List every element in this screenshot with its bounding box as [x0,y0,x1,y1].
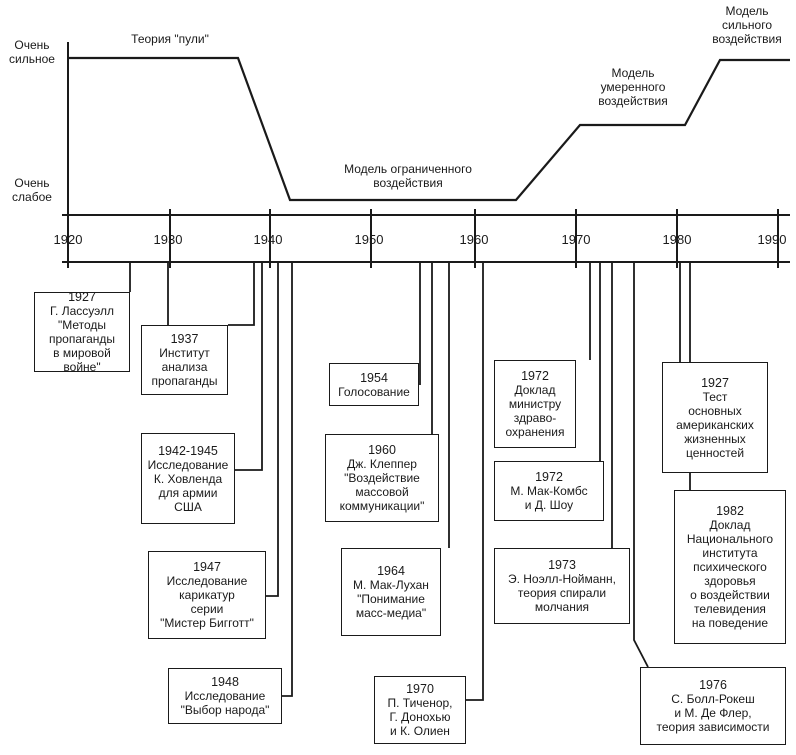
event-year: 1964 [377,564,405,578]
event-connector [266,262,279,597]
event-text: Доклад Национального института психическ… [686,518,774,630]
event-box-mcluhan-1964: 1964 М. Мак-Лухан "Понимание масс-медиа" [341,548,441,636]
event-year: 1937 [170,332,199,346]
event-year: 1947 [193,560,221,574]
event-box-surgeon-general-1972: 1972 Доклад министру здраво- охранения [494,360,576,448]
tick-label-1980: 1980 [662,232,692,247]
event-text: Голосование [338,384,410,399]
event-text: Институт анализа пропаганды [151,346,218,388]
event-box-mccombs-shaw-1972: 1972 М. Мак-Комбс и Д. Шоу [494,461,604,521]
y-label-very-strong: Очень сильное [9,38,55,66]
phase-label-strong-effects: Модель сильного воздействия [712,4,782,46]
event-box-ball-rokeach-1976: 1976 С. Болл-Рокеш и М. Де Флер, теория … [640,667,786,745]
effect-strength-curve [68,56,790,202]
event-box-klapper-1960: 1960 Дж. Клеппер "Воздействие массовой к… [325,434,439,522]
event-box-mr-biggott-1947: 1947 Исследование карикатур серии "Мисте… [148,551,266,639]
phase-label-bullet-theory: Теория "пули" [131,32,209,46]
phase-label-moderate-effects: Модель умеренного воздействия [598,66,668,108]
event-box-american-values-test: 1927 Тест основных американских жизненны… [662,362,768,473]
y-label-very-weak: Очень слабое [12,176,52,204]
event-text: П. Тиченор, Г. Донохью и К. Олиен [387,696,453,738]
event-year: 1972 [521,369,549,383]
event-year: 1970 [406,682,434,696]
tick-label-1960: 1960 [459,232,489,247]
event-connector [228,262,255,326]
event-box-voting-1954: 1954 Голосование [329,363,419,406]
event-text: Исследование "Выбор народа" [180,689,270,717]
event-year: 1927 [68,290,96,304]
event-year: 1942-1945 [158,443,218,458]
phase-label-limited-effects: Модель ограниченного воздействия [344,162,472,190]
event-box-peoples-choice-1948: 1948 Исследование "Выбор народа" [168,668,282,724]
event-text: Доклад министру здраво- охранения [505,383,565,439]
event-box-lasswell-1927: 1927 Г. Лассуэлл "Методы пропаганды в ми… [34,290,130,374]
event-connector [282,262,293,697]
event-connector [235,262,263,471]
event-text: С. Болл-Рокеш и М. Де Флер, теория завис… [656,692,770,734]
event-connector [466,262,484,701]
event-text: Исследование К. Ховленда для армии США [147,457,229,514]
event-box-nimh-report-1982: 1982 Доклад Национального института псих… [674,490,786,644]
event-year: 1976 [699,678,727,692]
event-text: Г. Лассуэлл "Методы пропаганды в мировой… [48,304,116,374]
event-text: Тест основных американских жизненных цен… [676,389,754,460]
event-text: М. Мак-Лухан "Понимание масс-медиа" [353,578,429,620]
event-year: 1954 [360,370,388,385]
event-connector [633,262,649,668]
event-text: Э. Ноэлл-Нойманн, теория спирали молчани… [507,572,617,614]
tick-label-1950: 1950 [354,232,384,247]
tick-label-1940: 1940 [253,232,283,247]
tick-label-1990: 1990 [757,232,787,247]
event-year: 1948 [211,675,239,689]
tick-label-1930: 1930 [153,232,183,247]
tick-label-1970: 1970 [561,232,591,247]
event-box-tichenor-1970: 1970 П. Тиченор, Г. Донохью и К. Олиен [374,676,466,744]
tick-label-1920: 1920 [53,232,83,247]
event-text: М. Мак-Комбс и Д. Шоу [510,484,588,512]
event-box-hovland-1942: 1942-1945 Исследование К. Ховленда для а… [141,433,235,524]
event-text: Дж. Клеппер "Воздействие массовой коммун… [339,457,425,513]
event-year: 1960 [368,443,396,457]
event-text: Исследование карикатур серии "Мистер Биг… [160,574,254,630]
event-year: 1982 [716,504,744,518]
event-box-noelle-neumann-1973: 1973 Э. Ноэлл-Нойманн, теория спирали мо… [494,548,630,624]
event-year: 1973 [548,558,576,572]
event-year: 1972 [535,470,563,484]
event-year: 1927 [701,375,729,390]
event-box-propaganda-institute-1937: 1937 Институт анализа пропаганды [141,325,228,395]
